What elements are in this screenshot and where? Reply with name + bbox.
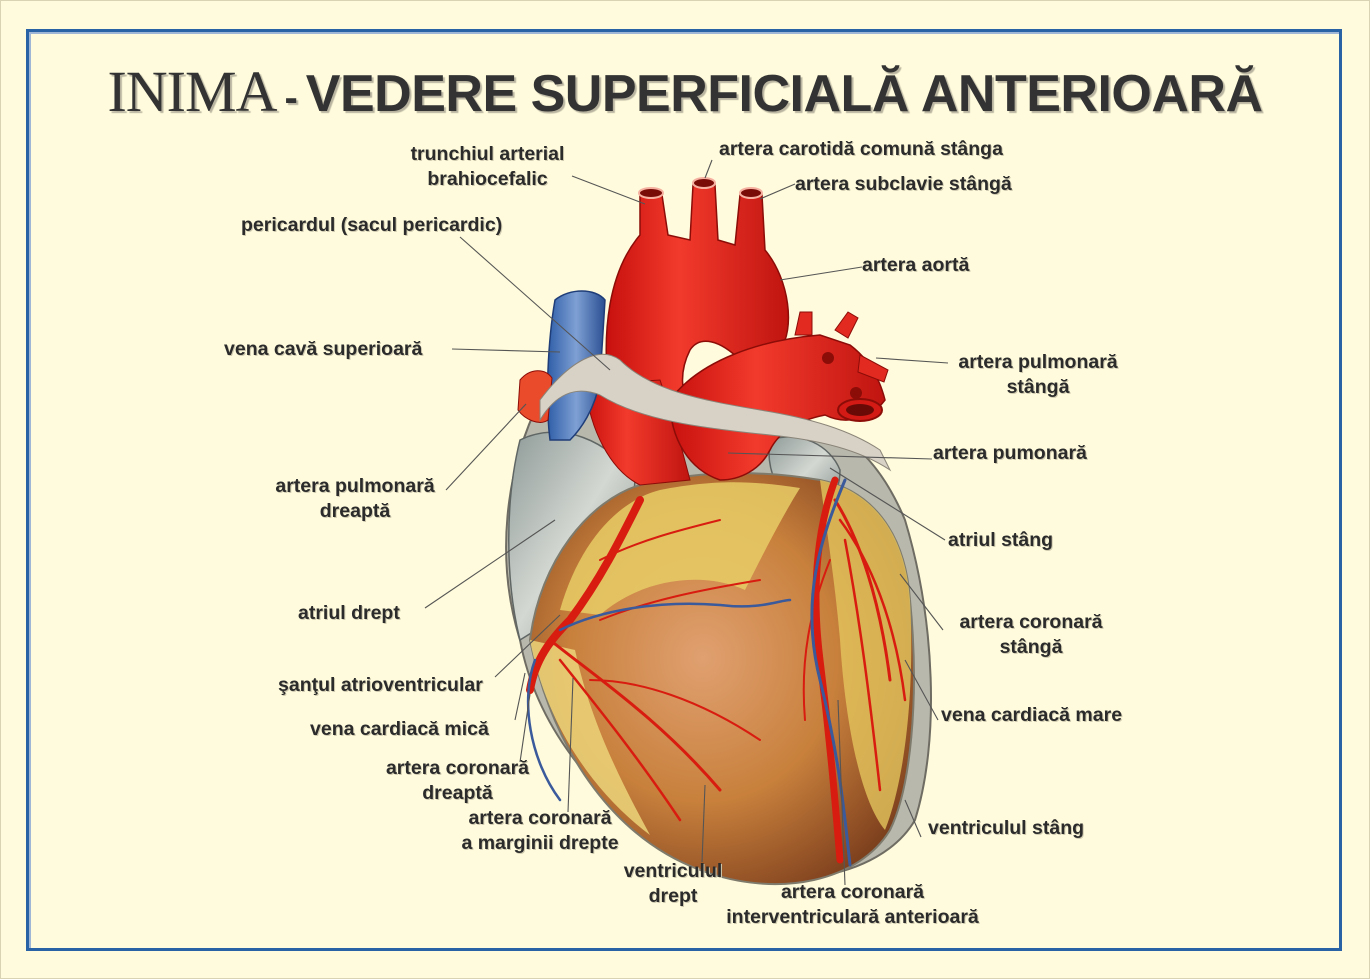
carotid-opening (692, 177, 716, 189)
label-line: pericardul (sacul pericardic) (241, 214, 503, 236)
label-line: dreaptă (319, 500, 391, 522)
epicardial-fat-right (530, 640, 650, 835)
label-line: artera coronară (468, 807, 612, 829)
label-left-coronary-artery: artera coronară stângă (940, 610, 1122, 660)
label-left-ventricle: ventriculul stâng (928, 816, 1084, 841)
label-line: ventriculul stâng (928, 817, 1085, 839)
label-right-marginal-artery: artera coronară a marginii drepte (445, 806, 635, 856)
label-line: stângă (999, 636, 1063, 658)
label-line: artera pumonară (933, 442, 1087, 464)
label-line: stângă (1006, 376, 1070, 398)
label-right-coronary-artery: artera coronară dreaptă (370, 756, 545, 806)
label-line: vena cardiacă mare (941, 704, 1123, 726)
label-atrioventricular-groove: şanţul atrioventricular (278, 673, 483, 698)
poster-frame (26, 29, 1342, 951)
label-anterior-interventricular-artery: artera coronară interventriculară anteri… (700, 880, 1005, 930)
label-line: artera pulmonară (275, 475, 435, 497)
pulmonary-branch-up2 (834, 311, 859, 339)
label-pulmonary-artery: artera pumonară (933, 441, 1087, 466)
epicardial-fat (560, 482, 800, 615)
label-line: atriul drept (298, 602, 400, 624)
pulmonary-branch-right (857, 354, 889, 383)
label-line: artera subclavie stângă (795, 173, 1012, 195)
left-coronary-artery (802, 476, 907, 864)
label-right-ventricle: ventriculul drept (608, 859, 738, 909)
label-left-atrium: atriul stâng (948, 528, 1053, 553)
pulmonary-opening-lumen (846, 404, 874, 416)
label-line: artera coronară (780, 881, 925, 903)
leader-lines (424, 159, 949, 886)
title-separator: - (284, 76, 298, 120)
pulmonary-ostium-2 (850, 387, 862, 399)
label-line: artera carotidă comună stânga (719, 138, 1003, 160)
label-line: interventriculară anterioară (726, 906, 979, 928)
label-line: artera aortă (862, 254, 970, 276)
brachiocephalic-opening (638, 187, 664, 199)
subclavian-opening (739, 187, 763, 199)
label-line: brahiocefalic (427, 168, 548, 190)
label-line: atriul stâng (948, 529, 1054, 551)
label-brachiocephalic-trunk: trunchiul arterial brahiocefalic (390, 142, 585, 192)
label-small-cardiac-vein: vena cardiacă mică (310, 717, 489, 742)
label-line: drept (648, 885, 698, 907)
label-line: a marginii drepte (461, 832, 619, 854)
pulmonary-trunk (669, 334, 886, 481)
pulmonary-ostium (822, 352, 834, 364)
label-superior-vena-cava: vena cavă superioară (224, 337, 422, 362)
label-line: trunchiul arterial (410, 143, 565, 165)
epicardial-fat-left (820, 480, 912, 830)
label-left-pulmonary-artery: artera pulmonară stângă (943, 350, 1133, 400)
poster-title: INIMA-VEDERE SUPERFICIALĂ ANTERIOARĂ (0, 58, 1370, 125)
label-line: ventriculul (623, 860, 723, 882)
label-line: vena cavă superioară (224, 338, 423, 360)
title-heart: INIMA (107, 59, 277, 124)
label-line: artera coronară (385, 757, 530, 779)
pulmonary-branch-up (794, 311, 813, 336)
label-line: dreaptă (422, 782, 493, 804)
label-right-pulmonary-artery: artera pulmonară dreaptă (260, 474, 450, 524)
title-subtitle: VEDERE SUPERFICIALĂ ANTERIOARĂ (305, 65, 1263, 123)
label-pericardium: pericardul (sacul pericardic) (241, 213, 502, 238)
label-line: vena cardiacă mică (310, 718, 489, 740)
label-left-subclavian: artera subclavie stângă (795, 172, 1012, 197)
label-line: şanţul atrioventricular (278, 674, 483, 696)
label-line: artera pulmonară (958, 351, 1118, 373)
label-left-common-carotid: artera carotidă comună stânga (719, 137, 1003, 162)
right-coronary-artery (526, 496, 761, 822)
label-right-atrium: atriul drept (298, 601, 400, 626)
label-great-cardiac-vein: vena cardiacă mare (941, 703, 1122, 728)
cardiac-veins (526, 478, 852, 867)
label-line: artera coronară (959, 611, 1103, 633)
label-aorta: artera aortă (862, 253, 969, 278)
pericardial-reflection (539, 353, 892, 472)
